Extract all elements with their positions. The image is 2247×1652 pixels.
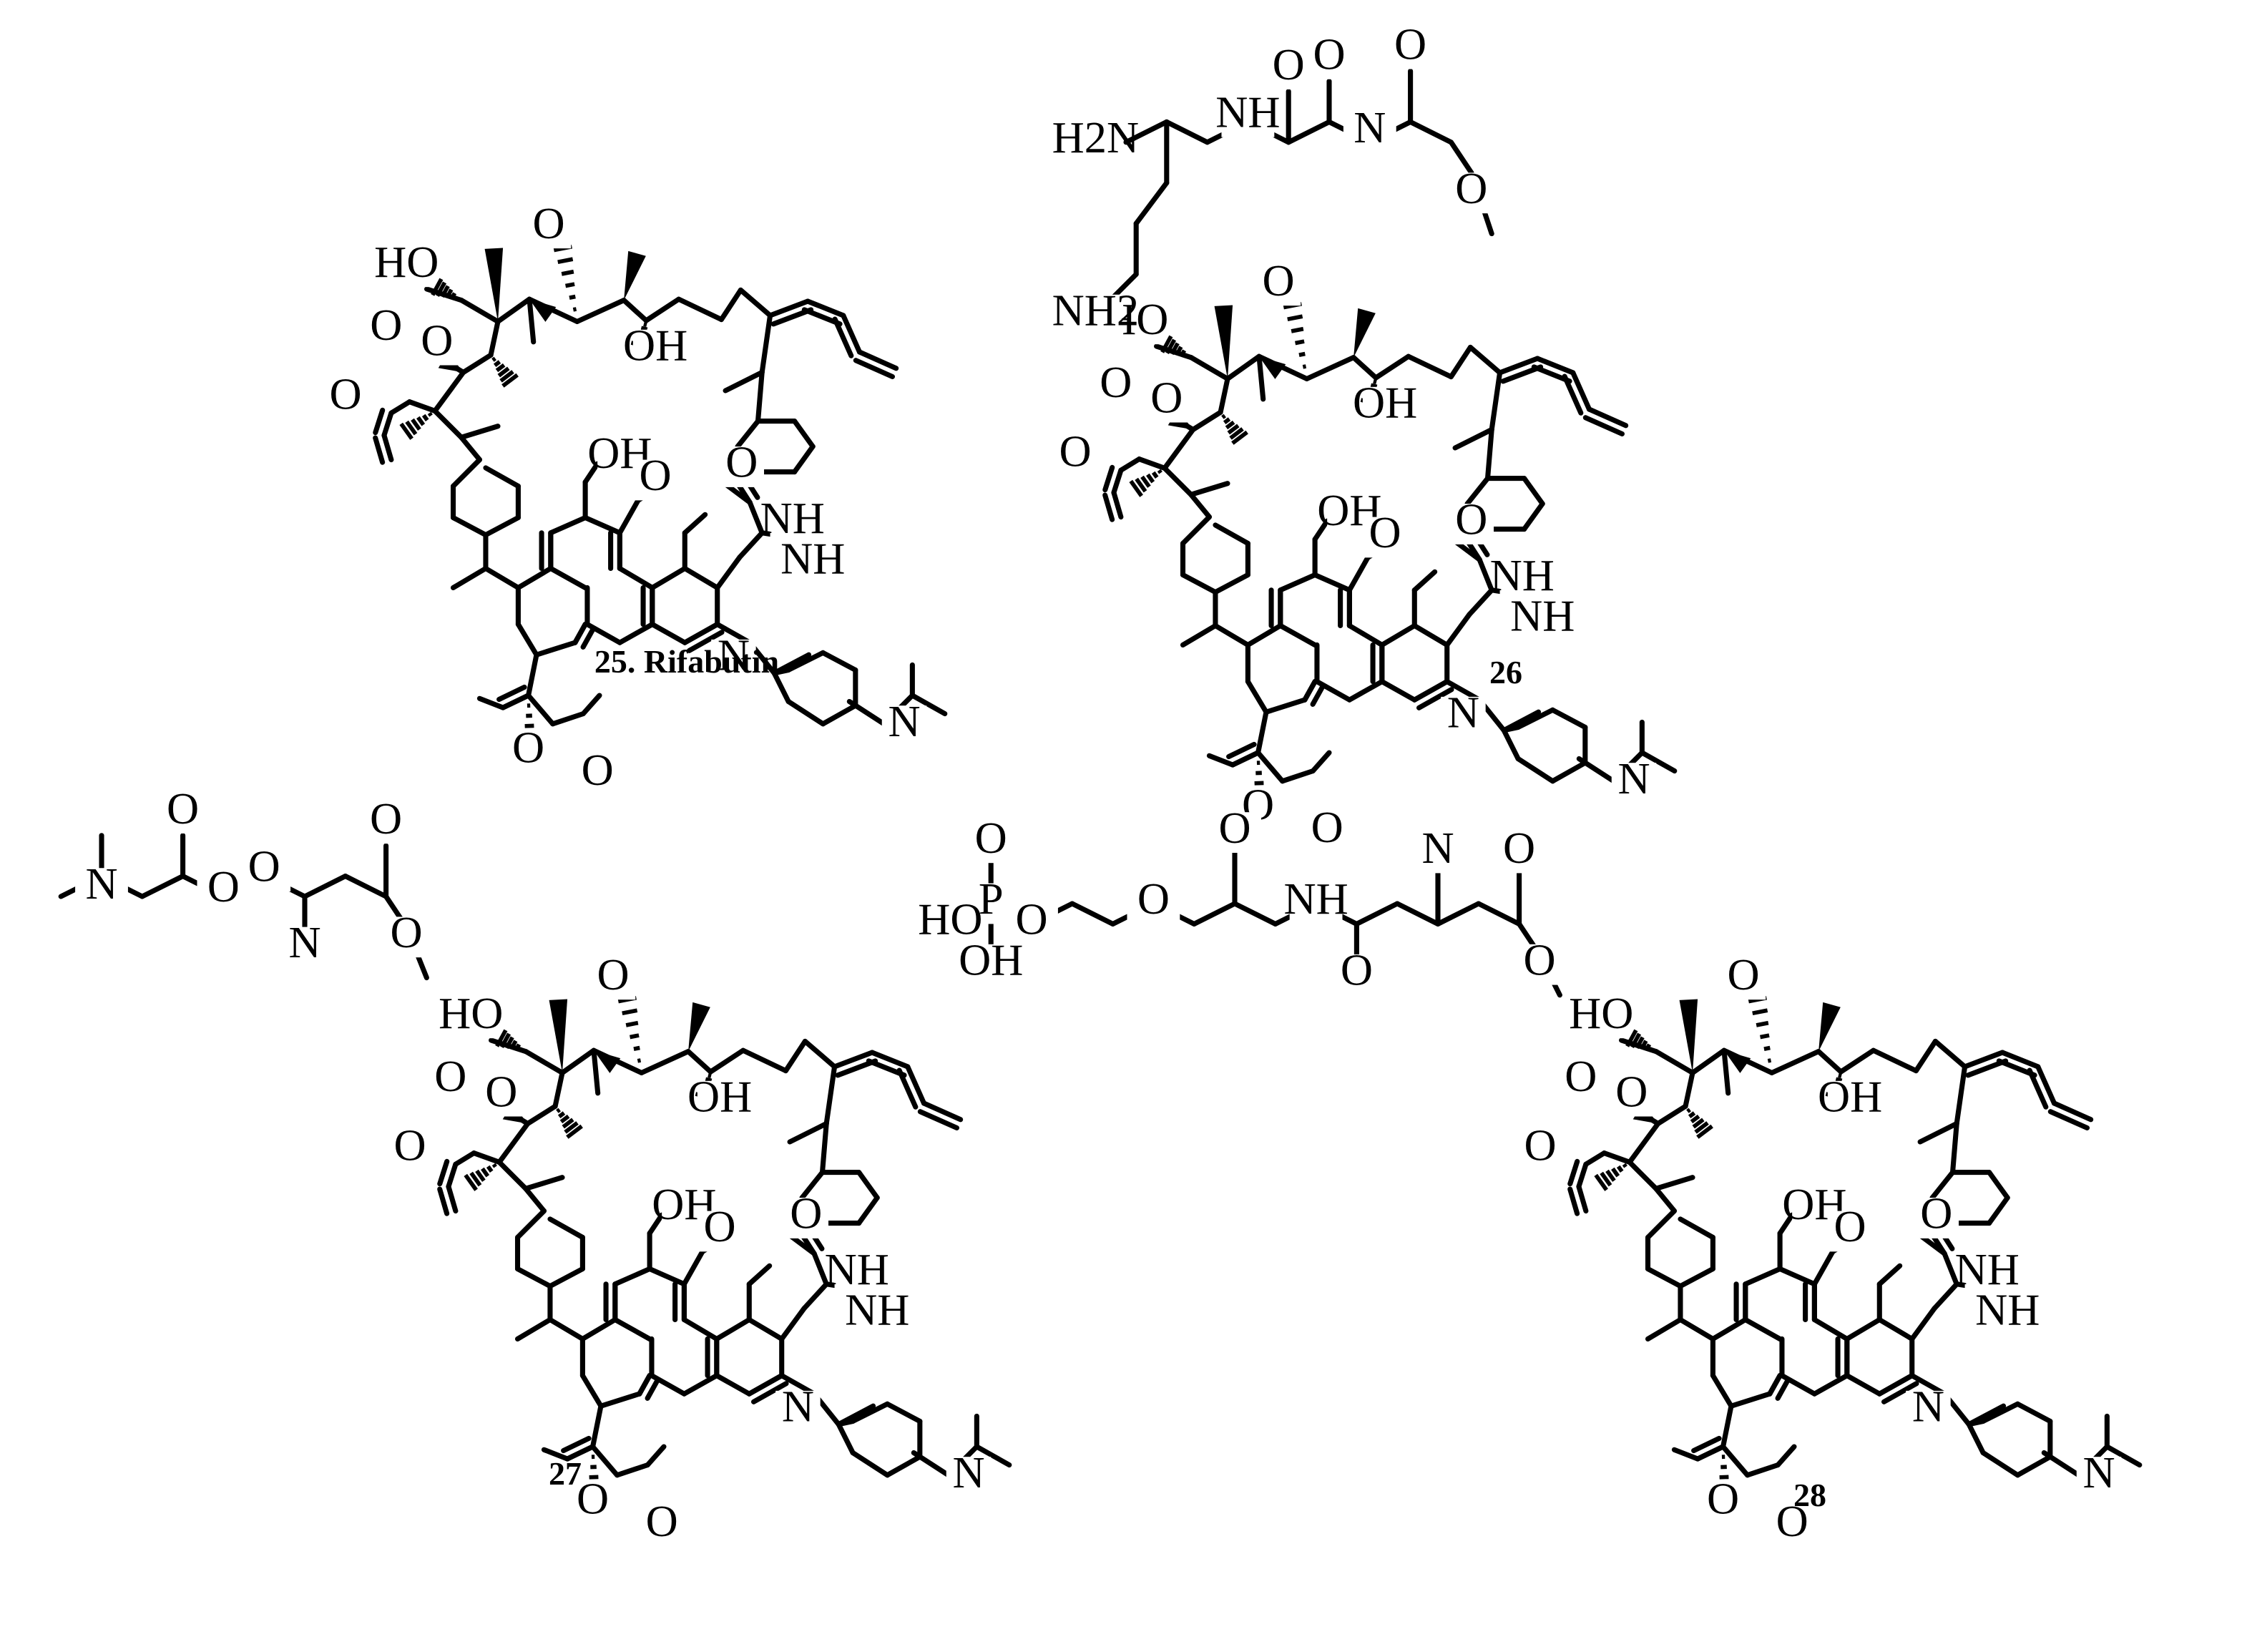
atom-label: O [207,861,240,911]
atom-label: O [1059,426,1091,476]
atom-label: NH2 [1052,285,1139,335]
atom-label: OH [959,934,1023,984]
atom-label: O [1369,507,1401,557]
atom-label: NH [1510,591,1575,641]
atom-label: O [975,813,1007,863]
atom-label: N [1421,823,1454,873]
atom-label: N [1912,1382,1944,1432]
atom-label: O [640,450,672,500]
atom-label: O [1455,163,1487,213]
atom-label: HO [374,237,439,287]
atom-label: O [1313,29,1345,79]
atom-label: N [85,859,117,909]
atom-label: O [1311,802,1343,852]
compound-caption: 27 [549,1455,582,1492]
atom-label: OH [1818,1071,1882,1121]
atom-label: O [370,300,402,350]
atom-label: NH [780,534,845,584]
compound-caption: 25. Rifabutin [594,643,779,680]
atom-label: O [725,437,758,487]
atom-label: OH [623,320,687,370]
compound-caption: 26 [1489,654,1522,690]
atom-label: O [582,745,614,795]
atom-label: HO [439,988,503,1038]
atom-label: N [1617,753,1650,803]
atom-label: O [512,723,544,773]
atom-label: O [1218,803,1250,853]
atom-label: O [1150,372,1183,422]
atom-label: N [782,1382,814,1432]
atom-label: O [646,1496,678,1546]
atom-label: N [888,696,920,746]
atom-label: O [1455,494,1487,544]
atom-label: O [1565,1051,1597,1101]
atom-label: N [1447,688,1479,738]
atom-label: NH [1975,1285,2040,1335]
atom-label: OH [1353,377,1417,427]
atom-label: O [1707,1474,1739,1524]
atom-label: HO [1569,988,1633,1038]
atom-label: O [434,1051,466,1101]
atom-label: O [329,369,361,419]
atom-label: O [1100,357,1132,407]
atom-label: O [597,949,629,999]
atom-label: O [421,315,453,365]
atom-label: O [1341,945,1373,995]
atom-label: O [1920,1188,1952,1238]
atom-label: O [790,1188,822,1238]
atom-label: N [2082,1447,2115,1497]
atom-label: O [1273,39,1305,89]
atom-label: NH [1215,87,1280,137]
atom-label: O [1394,19,1426,69]
atom-label: O [248,841,280,891]
atom-label: O [1524,1120,1556,1170]
atom-label: N [952,1447,984,1497]
atom-label: O [393,1120,426,1170]
atom-label: O [1523,934,1555,984]
atom-label: OH [687,1071,752,1121]
atom-label: O [485,1066,517,1116]
atom-label: O [1615,1066,1648,1116]
atom-label: O [1262,255,1294,306]
atom-label: O [1503,823,1535,873]
atom-label: N [288,917,320,967]
atom-label: O [704,1201,736,1251]
atom-label: O [532,198,564,248]
atom-label: O [1137,874,1170,924]
atom-label: NH [845,1285,909,1335]
atom-label: O [1727,949,1759,999]
compound-caption: 28 [1793,1477,1826,1513]
atom-label: O [370,793,402,844]
atom-label: O [167,783,199,834]
atom-label: O [1834,1201,1866,1251]
atom-label: NH [1283,874,1348,924]
atom-label: N [1353,102,1386,152]
atom-label: H2N [1052,112,1139,162]
atom-label: O [390,907,422,957]
